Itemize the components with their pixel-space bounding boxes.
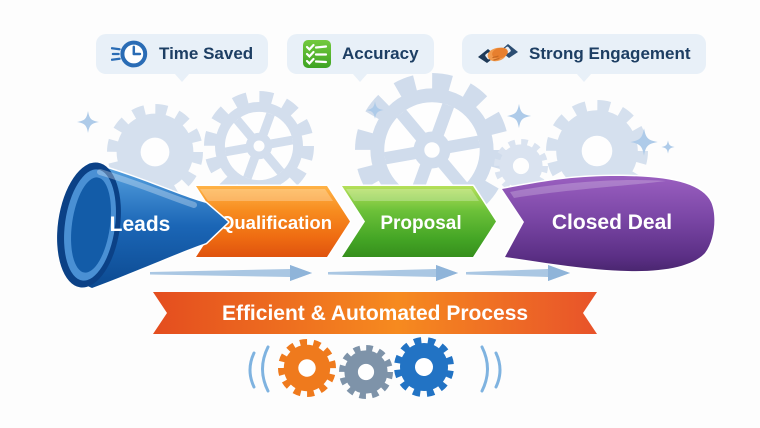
chevron-proposal-shape: Proposal	[340, 184, 498, 259]
flow-arrows	[150, 265, 570, 281]
stage-label-closed-deal: Closed Deal	[552, 211, 672, 234]
flow-arrow	[328, 265, 458, 281]
badge-label: Accuracy	[342, 44, 419, 63]
process-banner-label: Efficient & Automated Process	[222, 302, 528, 325]
orange-gear-icon	[276, 337, 338, 399]
handshake-icon	[477, 41, 519, 67]
flow-arrow	[150, 265, 312, 281]
stage-label-qualification: Qualification	[220, 212, 332, 233]
badge-accuracy: Accuracy	[287, 34, 434, 82]
blue-gear-icon	[394, 337, 454, 397]
badge-strong-engagement: Strong Engagement	[462, 34, 706, 82]
motion-lines	[248, 345, 502, 393]
flow-arrow	[466, 265, 570, 281]
bottom-gears	[248, 337, 502, 399]
clock-speed-icon	[111, 38, 149, 70]
gray-gear-icon	[342, 348, 390, 396]
chevron-qualification-shape: Qualification	[194, 184, 352, 259]
badge-time-saved: Time Saved	[96, 34, 269, 82]
badge-label: Time Saved	[159, 44, 254, 63]
funnel-leads-shape: Leads	[57, 161, 230, 290]
process-banner-ribbon: Efficient & Automated Process	[153, 292, 597, 334]
stage-label-leads: Leads	[110, 213, 171, 236]
stage-label-proposal: Proposal	[380, 213, 461, 234]
badge-label: Strong Engagement	[529, 44, 691, 63]
checklist-icon	[302, 39, 332, 69]
ribbon-closed-deal-shape: Closed Deal	[500, 174, 716, 273]
